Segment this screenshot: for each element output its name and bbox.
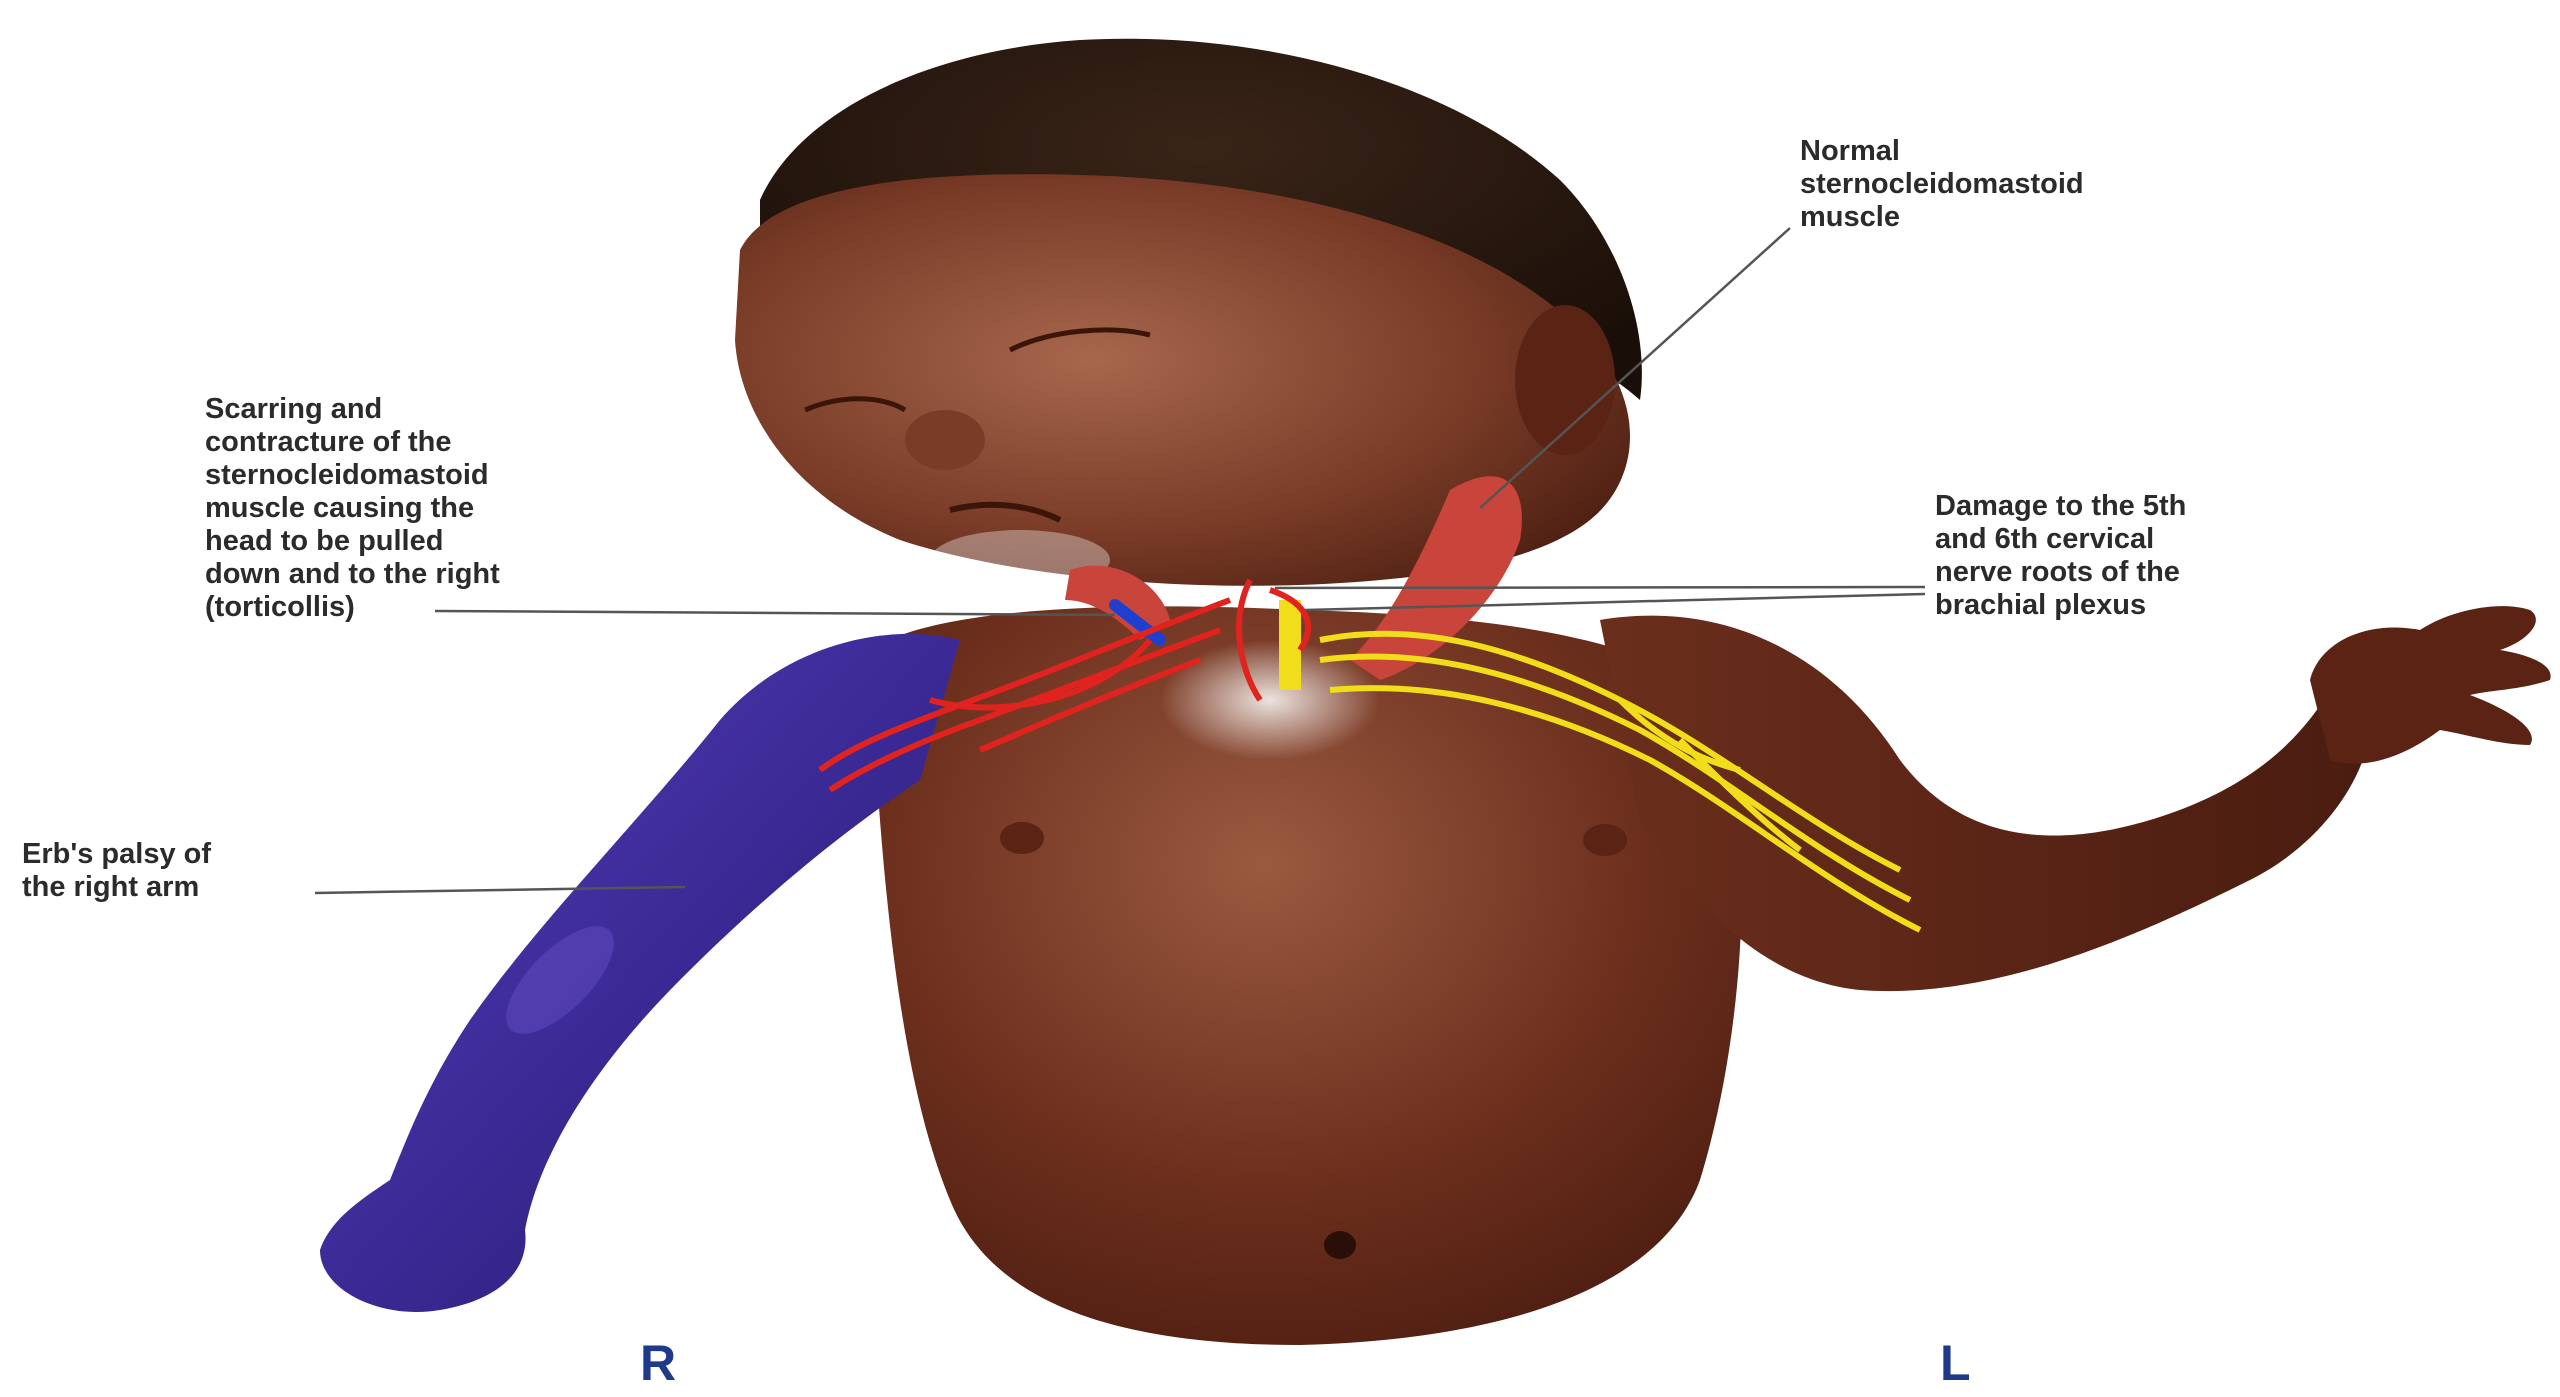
nipple-left [1583,824,1627,856]
label-normal-scm: Normal sternocleidomastoid muscle [1800,135,2084,234]
nose [905,410,985,470]
left-hand [2310,606,2551,764]
side-label-right: R [640,1335,676,1391]
right-arm-palsy [320,634,960,1312]
nipple-right [1000,822,1044,854]
label-nerve-root-damage: Damage to the 5th and 6th cervical nerve… [1935,490,2186,622]
leader-damage-1 [1275,587,1925,588]
side-label-left: L [1940,1335,1971,1391]
navel [1324,1231,1356,1259]
label-erbs-palsy: Erb's palsy of the right arm [22,838,211,904]
label-scarring-torticollis: Scarring and contracture of the sternocl… [205,393,500,624]
leader-scarring [435,611,1115,615]
